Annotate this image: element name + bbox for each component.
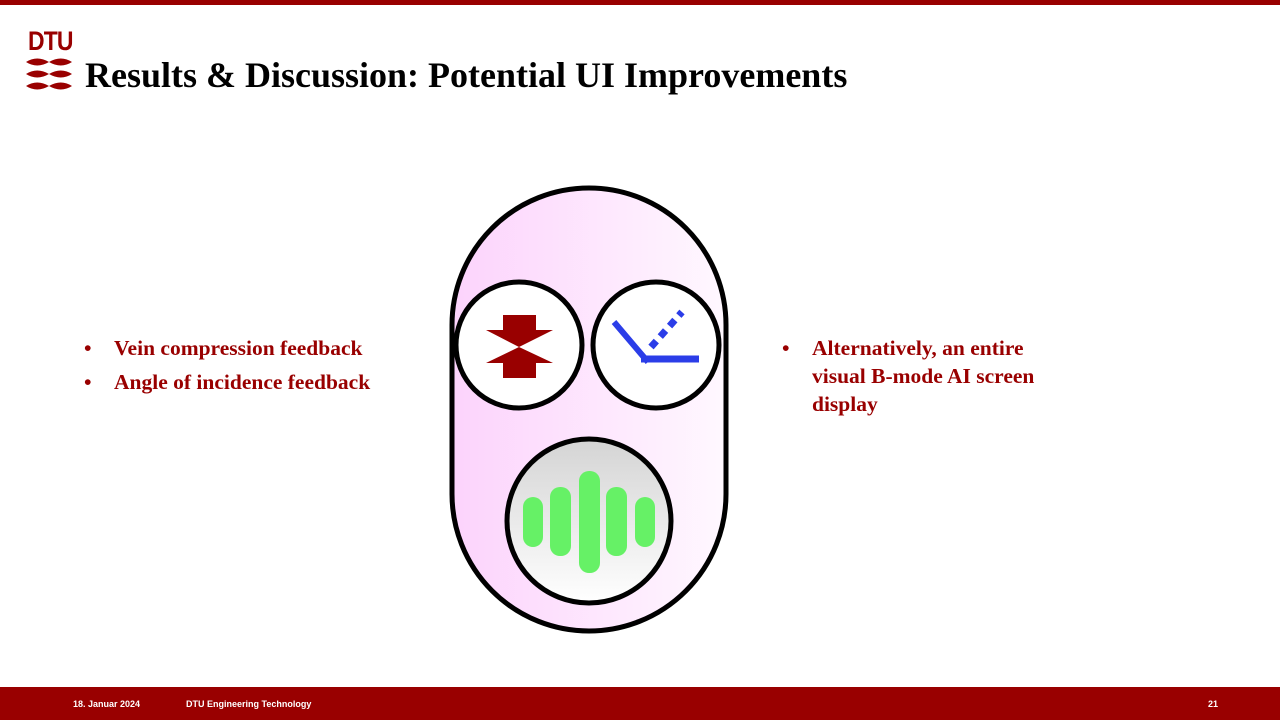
- left-bullet-list: Vein compression feedback Angle of incid…: [84, 334, 404, 402]
- page-number: 21: [1208, 699, 1219, 709]
- bullet-item: Vein compression feedback: [84, 334, 404, 362]
- page-title: Results & Discussion: Potential UI Impro…: [85, 55, 848, 95]
- top-bar: [0, 0, 1280, 5]
- footer-date: 18. Januar 2024: [73, 699, 141, 709]
- right-bullet-list: Alternatively, an entire visual B-mode A…: [782, 334, 1082, 424]
- compression-feedback-icon: [453, 279, 585, 411]
- dtu-waves-icon: [26, 58, 72, 90]
- dtu-logo: DTU: [26, 26, 73, 92]
- bullet-item: Alternatively, an entire visual B-mode A…: [782, 334, 1082, 418]
- bullet-item: Angle of incidence feedback: [84, 368, 404, 396]
- angle-feedback-icon: [590, 279, 722, 411]
- footer-department: DTU Engineering Technology: [186, 699, 312, 709]
- footer-bar: 18. Januar 2024 DTU Engineering Technolo…: [0, 687, 1280, 720]
- audio-waveform-icon: [504, 436, 674, 606]
